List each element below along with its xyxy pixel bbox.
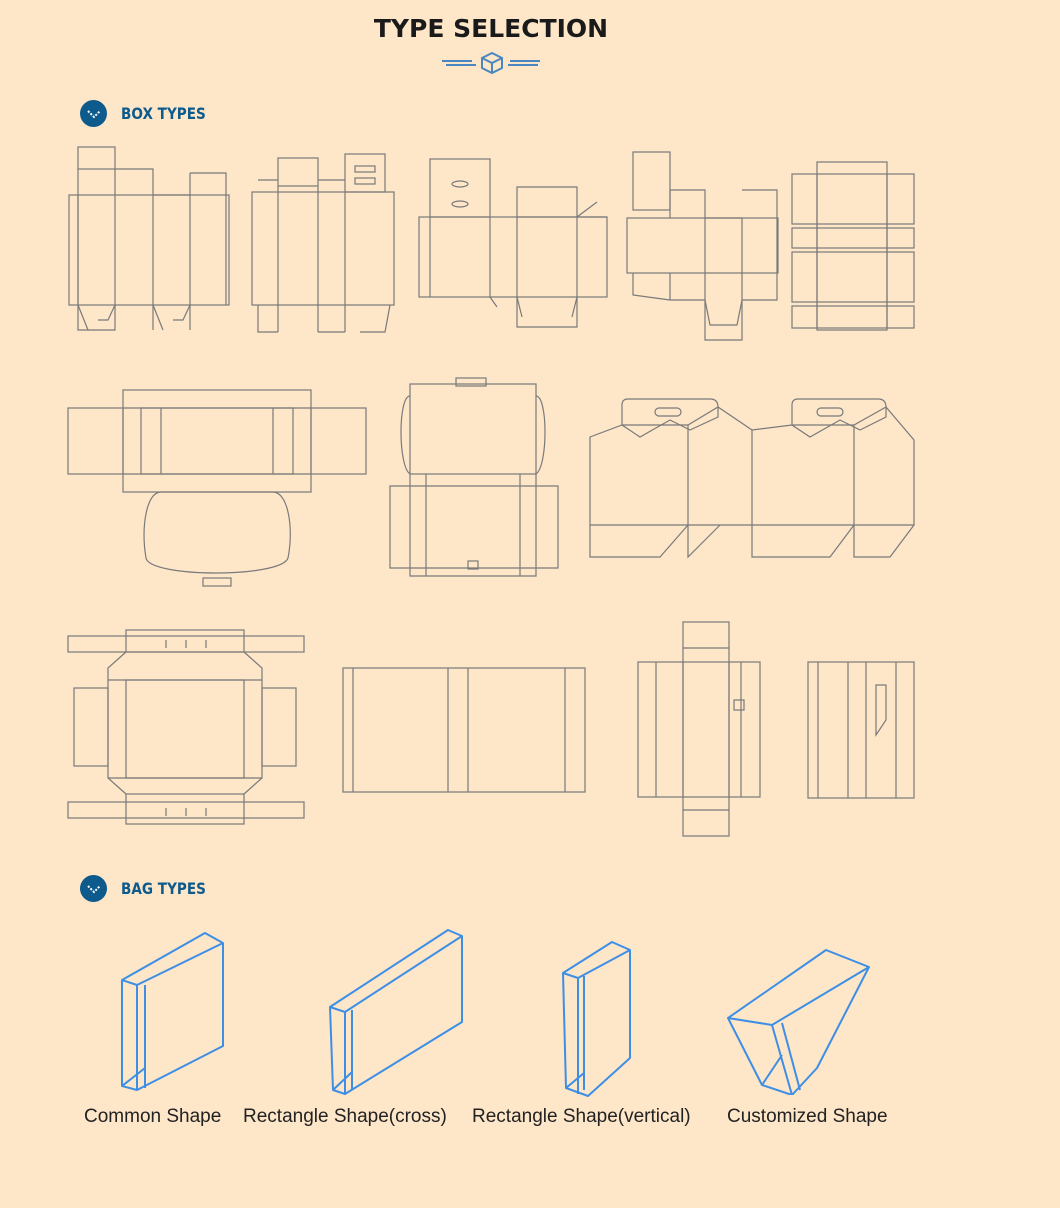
box-dieline-3 (418, 158, 608, 328)
box-dieline-4 (626, 151, 779, 341)
box-dieline-1 (68, 146, 230, 331)
bag-common-shape (121, 932, 224, 1091)
bag-rectangle-vertical (562, 941, 631, 1097)
box-dieline-10 (342, 667, 586, 793)
box-dieline-2 (251, 153, 395, 333)
box-dieline-11 (637, 621, 761, 837)
box-dieline-9 (67, 629, 305, 825)
bag-rectangle-cross (329, 929, 463, 1095)
bag-label: Customized Shape (727, 1106, 888, 1127)
box-types-heading: BOX TYPES (80, 100, 221, 127)
chevron-down-icon (80, 100, 107, 127)
page-title: TYPE SELECTION (373, 14, 609, 43)
box-dieline-5 (791, 161, 915, 331)
bag-label: Rectangle Shape(vertical) (472, 1106, 691, 1127)
bag-label: Rectangle Shape(cross) (243, 1106, 447, 1127)
bag-customized-shape (727, 949, 870, 1095)
bag-types-heading: BAG TYPES (80, 875, 221, 902)
chevron-down-icon (80, 875, 107, 902)
bag-label: Common Shape (84, 1106, 222, 1127)
box-dieline-7 (389, 377, 559, 577)
box-icon (442, 51, 540, 75)
box-dieline-6 (67, 389, 367, 587)
box-dieline-12 (807, 661, 915, 799)
box-dieline-8 (589, 398, 915, 559)
